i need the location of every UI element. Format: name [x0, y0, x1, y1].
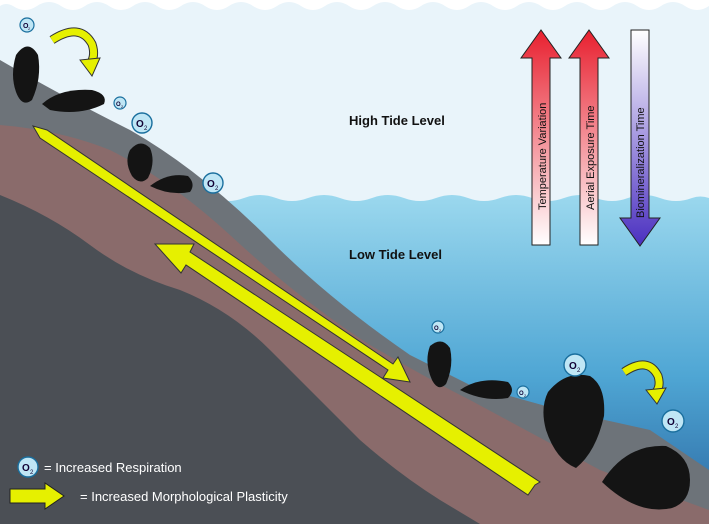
o2-label: O: [434, 326, 439, 332]
curved-arrow-bottom: [621, 360, 667, 405]
aerial-exposure-label: Aerial Exposure Time: [585, 105, 597, 210]
mussel: [460, 380, 512, 399]
o2-sub: 2: [524, 393, 527, 398]
curved-arrow-top: [49, 27, 101, 77]
low-tide-label: Low Tide Level: [349, 247, 442, 262]
o2-sub: 2: [121, 104, 124, 109]
biomineralization-arrow: Biomineralization Time: [619, 29, 661, 247]
legend: O 2 = Increased Respiration = Increased …: [9, 456, 288, 510]
rock-bottom-layer: [0, 195, 480, 524]
o2-sub: 2: [30, 470, 34, 476]
temperature-variation-arrow: Temperature Variation: [520, 29, 562, 246]
o2-sub: 2: [439, 328, 442, 333]
mussel: [427, 341, 452, 388]
mussel: [13, 46, 40, 103]
mussel: [543, 374, 605, 468]
high-tide-label: High Tide Level: [349, 113, 445, 128]
plasticity-arrow-down: [31, 125, 411, 383]
wave-border: [0, 0, 709, 10]
o2-label: O: [667, 417, 675, 428]
o2-sub: 2: [144, 126, 148, 132]
o2-label: O: [207, 179, 215, 190]
o2-label: O: [23, 23, 29, 30]
mussel: [127, 143, 153, 182]
legend-respiration-text: = Increased Respiration: [44, 460, 182, 475]
o2-label: O: [569, 361, 577, 372]
o2-label: O: [136, 119, 144, 130]
plasticity-arrow-up: [153, 243, 541, 496]
legend-o2-icon: O 2: [17, 456, 39, 478]
mussel-group: [13, 46, 690, 510]
mussel: [602, 445, 690, 510]
o2-sub: 2: [28, 26, 31, 31]
biomineralization-label: Biomineralization Time: [635, 107, 647, 218]
o2-sub: 2: [215, 186, 219, 192]
mussel: [42, 89, 105, 112]
aerial-exposure-arrow: Aerial Exposure Time: [568, 29, 610, 246]
o2-label: O: [22, 463, 30, 474]
legend-plasticity-text: = Increased Morphological Plasticity: [80, 489, 288, 504]
mussel: [150, 175, 193, 194]
legend-arrow-icon: [9, 482, 65, 510]
temperature-variation-label: Temperature Variation: [537, 103, 549, 210]
o2-label: O: [116, 102, 121, 108]
o2-sub: 2: [675, 424, 679, 430]
o2-sub: 2: [577, 368, 581, 374]
o2-label: O: [519, 391, 524, 397]
